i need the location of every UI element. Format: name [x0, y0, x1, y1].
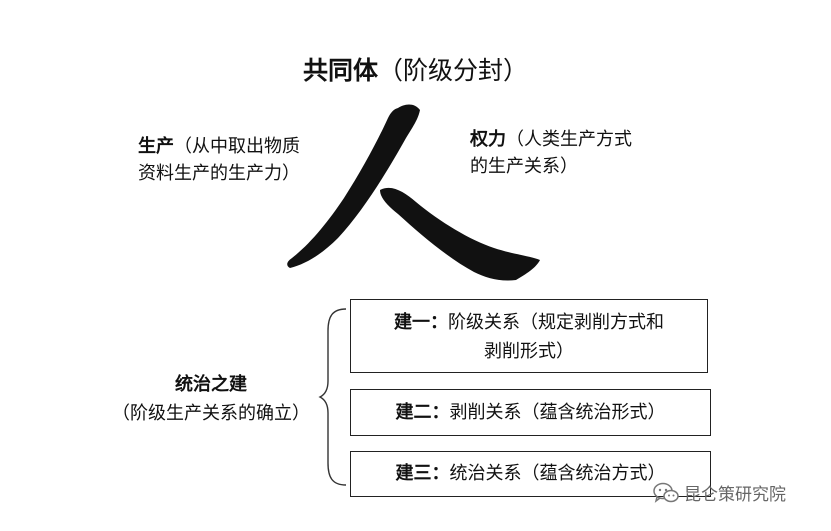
power-line-2: 的生产关系） — [470, 156, 578, 177]
power-label: 权力 — [470, 129, 506, 150]
box-jian-2: 建二：剥削关系（蕴含统治形式） — [350, 389, 711, 436]
box1-line-2: 剥削形式） — [484, 341, 574, 362]
box3-text: 统治关系（蕴含统治方式） — [449, 463, 666, 484]
production-line-1: 生产（从中取出物质 — [138, 133, 300, 160]
box1-line-1: 建一：阶级关系（规定剥削方式和 — [351, 308, 707, 337]
watermark-text: 昆仑策研究院 — [684, 485, 786, 505]
production-block: 生产（从中取出物质 资料生产的生产力） — [138, 133, 300, 187]
rule-sub: （阶级生产关系的确立） — [112, 403, 310, 424]
box2-text: 剥削关系（蕴含统治形式） — [449, 402, 666, 423]
box1-label: 建一： — [394, 312, 448, 333]
ren-right-stroke — [380, 187, 540, 281]
box1-line1-rest: 阶级关系（规定剥削方式和 — [448, 312, 664, 333]
box-jian-1: 建一：阶级关系（规定剥削方式和 剥削形式） — [350, 299, 708, 373]
power-line1-rest: （人类生产方式 — [506, 129, 632, 150]
rule-block: 统治之建 （阶级生产关系的确立） — [100, 370, 322, 428]
title-main: 共同体 — [302, 56, 378, 85]
rule-label: 统治之建 — [175, 374, 247, 395]
watermark: 昆仑策研究院 — [652, 480, 786, 510]
box3-label: 建三： — [395, 463, 450, 484]
ren-left-stroke — [287, 104, 420, 268]
production-label: 生产 — [138, 136, 174, 157]
diagram-title: 共同体（阶级分封） — [0, 56, 831, 86]
box-jian-3: 建三：统治关系（蕴含统治方式） — [350, 451, 711, 497]
production-line-2: 资料生产的生产力） — [138, 163, 300, 184]
wechat-icon — [653, 482, 679, 503]
production-line1-rest: （从中取出物质 — [174, 136, 300, 157]
ren-character — [287, 104, 540, 281]
box2-label: 建二： — [395, 402, 450, 423]
power-block: 权力（人类生产方式 的生产关系） — [470, 126, 632, 180]
curly-brace — [318, 308, 347, 486]
title-sub: （阶级分封） — [378, 56, 529, 85]
power-line-1: 权力（人类生产方式 — [470, 126, 632, 153]
